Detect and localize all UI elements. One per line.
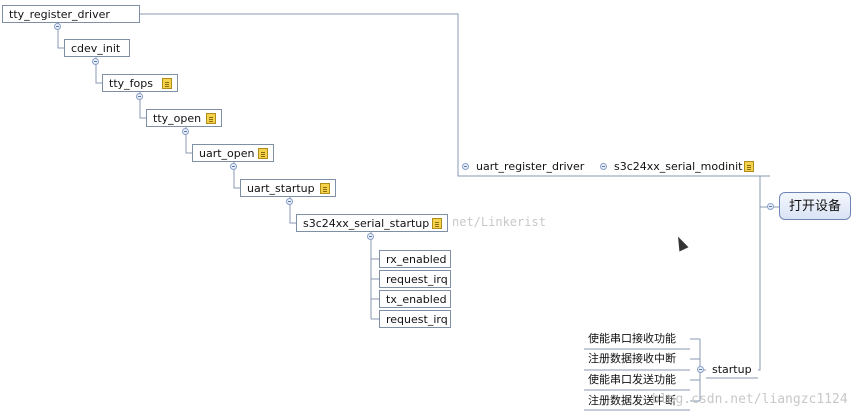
node-cdev-init[interactable]: cdev_init — [64, 39, 130, 57]
document-icon — [162, 78, 172, 89]
node-uart-open-label: uart_open — [199, 147, 255, 160]
collapse-toggle-icon[interactable] — [54, 23, 61, 30]
document-icon — [206, 113, 216, 124]
node-tty-open[interactable]: tty_open — [146, 109, 222, 127]
note-enable-rx[interactable]: 使能串口接收功能 — [588, 332, 676, 345]
node-rx-enabled[interactable]: rx_enabled — [379, 250, 451, 268]
collapse-toggle-icon[interactable] — [182, 128, 189, 135]
node-uart-startup-label: uart_startup — [247, 182, 315, 195]
collapse-toggle-icon[interactable] — [600, 163, 607, 170]
note-register-tx-irq[interactable]: 注册数据发送中断 — [588, 394, 676, 407]
collapse-toggle-icon[interactable] — [767, 203, 774, 210]
node-uart-register-driver[interactable]: uart_register_driver — [476, 160, 585, 173]
central-topic[interactable]: 打开设备 — [779, 192, 851, 220]
collapse-toggle-icon[interactable] — [286, 198, 293, 205]
node-request-irq[interactable]: request_irq — [379, 270, 451, 288]
node-tty-fops[interactable]: tty_fops — [102, 74, 178, 92]
node-request-irq[interactable]: request_irq — [379, 310, 451, 328]
collapse-toggle-icon[interactable] — [367, 233, 374, 240]
node-tty-fops-label: tty_fops — [109, 77, 153, 90]
node-tty-open-label: tty_open — [153, 112, 202, 125]
collapse-toggle-icon[interactable] — [230, 163, 237, 170]
node-s3c24xx-serial-modinit[interactable]: s3c24xx_serial_modinit — [614, 160, 743, 173]
document-icon — [320, 183, 330, 194]
watermark-top: net/Linkerist — [452, 215, 546, 229]
document-icon — [744, 161, 754, 172]
collapse-toggle-icon[interactable] — [697, 366, 704, 373]
document-icon — [258, 148, 268, 159]
node-uart-startup[interactable]: uart_startup — [240, 179, 336, 197]
watermark-bottom: blog.csdn.net/liangzc1124 — [652, 392, 848, 407]
note-register-rx-irq[interactable]: 注册数据接收中断 — [588, 352, 676, 365]
note-enable-tx[interactable]: 使能串口发送功能 — [588, 373, 676, 386]
node-s3c24xx-serial-startup[interactable]: s3c24xx_serial_startup — [296, 214, 448, 232]
node-tx-enabled[interactable]: tx_enabled — [379, 290, 451, 308]
document-icon — [432, 218, 442, 229]
node-startup[interactable]: startup — [712, 363, 752, 376]
node-uart-open[interactable]: uart_open — [192, 144, 274, 162]
collapse-toggle-icon[interactable] — [136, 93, 143, 100]
collapse-toggle-icon[interactable] — [92, 58, 99, 65]
node-tty-register-driver[interactable]: tty_register_driver — [2, 5, 140, 23]
collapse-toggle-icon[interactable] — [462, 163, 469, 170]
node-s3c24xx-serial-startup-label: s3c24xx_serial_startup — [303, 217, 430, 230]
